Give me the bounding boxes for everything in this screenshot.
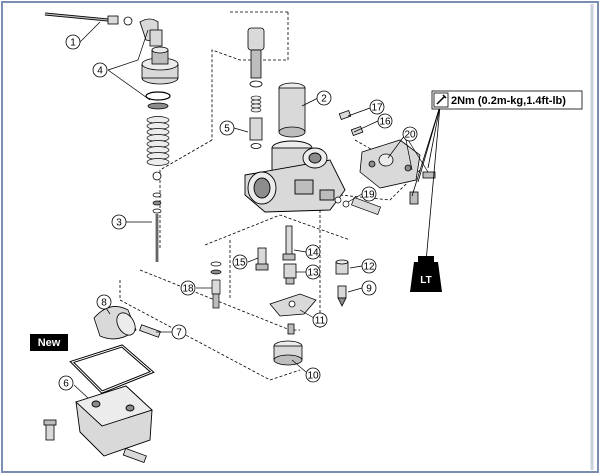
- callout-8: 8: [96, 294, 112, 310]
- new-badge: New: [30, 334, 68, 351]
- lt-label: LT: [420, 275, 431, 286]
- callout-circle: [402, 126, 418, 142]
- callout-number: 7: [176, 328, 182, 339]
- torque-wrench-icon: [433, 92, 449, 108]
- callout-circle: [92, 62, 108, 78]
- callout-15: 15: [232, 254, 248, 270]
- callout-12: 12: [361, 258, 377, 274]
- callout-2: 2: [316, 90, 332, 106]
- callout-number: 8: [101, 298, 107, 309]
- callout-circle: [180, 280, 196, 296]
- callout-circle: [305, 244, 321, 260]
- callout-number: 13: [307, 268, 319, 279]
- callout-number: 12: [363, 262, 375, 273]
- part-float-arm: [269, 293, 317, 335]
- callout-number: 15: [234, 258, 246, 269]
- callout-9: 9: [361, 280, 377, 296]
- callout-circle: [361, 280, 377, 296]
- part-float-bowl: [75, 385, 153, 457]
- callout-6: 6: [58, 375, 74, 391]
- callout-circle: [316, 90, 332, 106]
- callout-leaders: [73, 21, 429, 399]
- part-carb-top-cap: [141, 46, 179, 110]
- part-jet-stack: [210, 261, 222, 309]
- part-throttle-valve: [278, 82, 306, 138]
- callout-7: 7: [171, 324, 187, 340]
- callout-14: 14: [305, 244, 321, 260]
- callout-18: 18: [180, 280, 196, 296]
- callout-20: 20: [402, 126, 418, 142]
- callout-1: 1: [65, 34, 81, 50]
- callout-number: 10: [307, 371, 319, 382]
- callout-circle: [305, 367, 321, 383]
- carburetor-body: [244, 140, 346, 213]
- part-float: [273, 340, 303, 366]
- part-screws-16-17: [338, 109, 364, 137]
- callout-3: 3: [111, 214, 127, 230]
- callout-number: 11: [315, 316, 326, 327]
- part-idle-screw: [334, 196, 381, 215]
- callout-number: 4: [97, 66, 103, 77]
- thread-locker-icon: LT: [410, 256, 442, 292]
- callout-number: 18: [182, 284, 194, 295]
- part-drain-screw: [139, 324, 161, 338]
- callout-circle: [312, 312, 328, 328]
- callout-number: 5: [224, 124, 230, 135]
- callout-circle: [361, 258, 377, 274]
- torque-leaders: [411, 105, 441, 263]
- part-bowl-gasket: [69, 344, 155, 394]
- callout-11: 11: [312, 312, 328, 328]
- callout-10: 10: [305, 367, 321, 383]
- callout-5: 5: [219, 120, 235, 136]
- callout-number: 20: [404, 130, 416, 141]
- callout-circle: [219, 120, 235, 136]
- part-jet-needle: [152, 171, 162, 262]
- callout-circle: [232, 254, 248, 270]
- part-throttle-cable-rod: [44, 12, 133, 26]
- callout-4: 4: [92, 62, 108, 78]
- part-elbow-fitting: [139, 18, 163, 47]
- callout-circle: [305, 264, 321, 280]
- callout-circle: [361, 186, 377, 202]
- callout-number: 19: [363, 190, 375, 201]
- new-badge-label: New: [38, 337, 61, 349]
- callout-number: 2: [321, 94, 327, 105]
- part-float-needle: [337, 285, 347, 307]
- part-starter-cover: [359, 139, 436, 205]
- part-bowl-screws: [43, 419, 147, 464]
- callout-circle: [111, 214, 127, 230]
- callout-circle: [96, 294, 112, 310]
- part-main-jet: [283, 263, 297, 285]
- callout-circle: [58, 375, 74, 391]
- callout-number: 1: [70, 38, 76, 49]
- callout-13: 13: [305, 264, 321, 280]
- part-pilot-screw-set: [247, 27, 265, 149]
- callout-number: 3: [116, 218, 122, 229]
- callout-19: 19: [361, 186, 377, 202]
- callout-number: 14: [307, 248, 319, 259]
- torque-spec-text: 2Nm (0.2m-kg,1.4ft-lb): [451, 95, 566, 107]
- part-needle-jet: [282, 225, 296, 261]
- part-needle-seat: [335, 259, 349, 275]
- callout-number: 6: [63, 379, 69, 390]
- callout-circle: [171, 324, 187, 340]
- callout-circle: [65, 34, 81, 50]
- part-intake-boot: [93, 306, 137, 340]
- callout-number: 17: [371, 103, 383, 114]
- callout-16: 16: [377, 113, 393, 129]
- callout-circle: [369, 99, 385, 115]
- callout-number: 16: [379, 117, 391, 128]
- torque-spec-box: 2Nm (0.2m-kg,1.4ft-lb): [431, 90, 583, 110]
- callout-circle: [377, 113, 393, 129]
- part-throttle-spring: [146, 116, 170, 166]
- callout-number: 9: [366, 284, 372, 295]
- callout-17: 17: [369, 99, 385, 115]
- part-pilot-jet: [255, 247, 269, 271]
